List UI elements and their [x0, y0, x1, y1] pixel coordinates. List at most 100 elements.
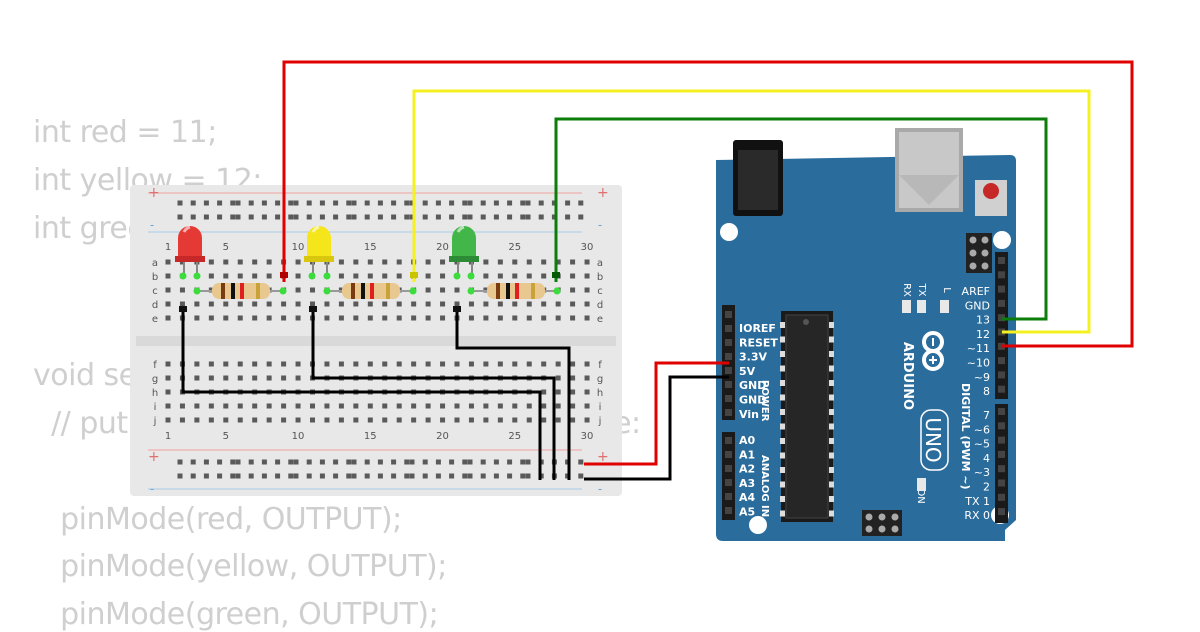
breadboard-hole[interactable] [497, 259, 503, 265]
breadboard-hole[interactable] [468, 301, 474, 307]
breadboard-hole[interactable] [367, 361, 373, 367]
breadboard-hole[interactable] [338, 301, 344, 307]
rail-hole[interactable] [507, 200, 513, 206]
header-pin[interactable] [725, 325, 732, 332]
digital-header-lower[interactable] [995, 404, 1008, 523]
rail-hole[interactable] [333, 200, 339, 206]
breadboard-hole[interactable] [584, 273, 590, 279]
breadboard-hole[interactable] [295, 301, 301, 307]
rail-hole[interactable] [364, 214, 370, 220]
rail-hole[interactable] [275, 200, 281, 206]
header-pin[interactable] [998, 465, 1005, 473]
rail-hole[interactable] [261, 214, 267, 220]
breadboard-hole[interactable] [208, 417, 214, 423]
breadboard-hole[interactable] [353, 259, 359, 265]
breadboard-hole[interactable] [223, 273, 229, 279]
breadboard-hole[interactable] [570, 273, 576, 279]
breadboard-hole[interactable] [570, 403, 576, 409]
rail-hole[interactable] [293, 214, 299, 220]
rail-hole[interactable] [462, 473, 468, 479]
rail-hole[interactable] [364, 200, 370, 206]
breadboard-hole[interactable] [252, 403, 258, 409]
resistors[interactable] [197, 283, 558, 299]
rail-hole[interactable] [248, 473, 254, 479]
breadboard-hole[interactable] [295, 417, 301, 423]
rail-hole[interactable] [449, 200, 455, 206]
breadboard-hole[interactable] [526, 301, 532, 307]
breadboard-hole[interactable] [353, 403, 359, 409]
breadboard-hole[interactable] [208, 403, 214, 409]
breadboard-hole[interactable] [497, 417, 503, 423]
breadboard-hole[interactable] [165, 375, 171, 381]
breadboard-hole[interactable] [425, 361, 431, 367]
rail-hole[interactable] [230, 459, 236, 465]
breadboard-hole[interactable] [555, 389, 561, 395]
rail-hole[interactable] [230, 473, 236, 479]
breadboard-hole[interactable] [584, 389, 590, 395]
rail-hole[interactable] [449, 214, 455, 220]
resistor[interactable] [327, 283, 413, 299]
rail-hole[interactable] [177, 459, 183, 465]
analog-header[interactable] [722, 432, 735, 520]
breadboard-hole[interactable] [411, 315, 417, 321]
rail-hole[interactable] [551, 214, 557, 220]
rail-hole[interactable] [217, 200, 223, 206]
breadboard-hole[interactable] [382, 259, 388, 265]
breadboard-hole[interactable] [396, 403, 402, 409]
rail-hole[interactable] [507, 473, 513, 479]
rail-hole[interactable] [261, 200, 267, 206]
breadboard-hole[interactable] [440, 417, 446, 423]
rail-hole[interactable] [217, 214, 223, 220]
breadboard-hole[interactable] [425, 417, 431, 423]
rail-hole[interactable] [364, 459, 370, 465]
rail-hole[interactable] [409, 214, 415, 220]
rail-hole[interactable] [275, 214, 281, 220]
rail-hole[interactable] [275, 459, 281, 465]
breadboard-hole[interactable] [454, 417, 460, 423]
breadboard-hole[interactable] [165, 287, 171, 293]
breadboard-hole[interactable] [454, 301, 460, 307]
rail-hole[interactable] [230, 214, 236, 220]
breadboard-hole[interactable] [483, 403, 489, 409]
rail-hole[interactable] [190, 459, 196, 465]
breadboard-hole[interactable] [223, 375, 229, 381]
rail-hole[interactable] [261, 459, 267, 465]
header-pin[interactable] [725, 381, 732, 388]
breadboard-hole[interactable] [338, 315, 344, 321]
rail-hole[interactable] [319, 214, 325, 220]
breadboard-hole[interactable] [497, 273, 503, 279]
breadboard-hole[interactable] [237, 417, 243, 423]
breadboard-hole[interactable] [468, 417, 474, 423]
breadboard-hole[interactable] [541, 417, 547, 423]
rail-hole[interactable] [422, 459, 428, 465]
breadboard-hole[interactable] [281, 417, 287, 423]
rail-hole[interactable] [217, 459, 223, 465]
rail-hole[interactable] [377, 459, 383, 465]
breadboard-hole[interactable] [223, 259, 229, 265]
rail-hole[interactable] [435, 214, 441, 220]
breadboard-hole[interactable] [208, 315, 214, 321]
breadboard-hole[interactable] [396, 273, 402, 279]
resistor[interactable] [197, 283, 283, 299]
breadboard-hole[interactable] [194, 375, 200, 381]
breadboard-hole[interactable] [165, 361, 171, 367]
breadboard-hole[interactable] [584, 361, 590, 367]
header-pin[interactable] [998, 508, 1005, 516]
rail-hole[interactable] [520, 214, 526, 220]
rail-hole[interactable] [346, 214, 352, 220]
breadboard-hole[interactable] [396, 315, 402, 321]
breadboard-hole[interactable] [570, 287, 576, 293]
breadboard-hole[interactable] [266, 273, 272, 279]
breadboard-hole[interactable] [440, 259, 446, 265]
breadboard-hole[interactable] [512, 403, 518, 409]
breadboard-hole[interactable] [252, 375, 258, 381]
breadboard-hole[interactable] [382, 301, 388, 307]
breadboard-hole[interactable] [367, 273, 373, 279]
breadboard-hole[interactable] [468, 403, 474, 409]
breadboard-hole[interactable] [266, 403, 272, 409]
rail-hole[interactable] [565, 200, 571, 206]
breadboard-hole[interactable] [281, 315, 287, 321]
header-pin[interactable] [725, 437, 732, 444]
